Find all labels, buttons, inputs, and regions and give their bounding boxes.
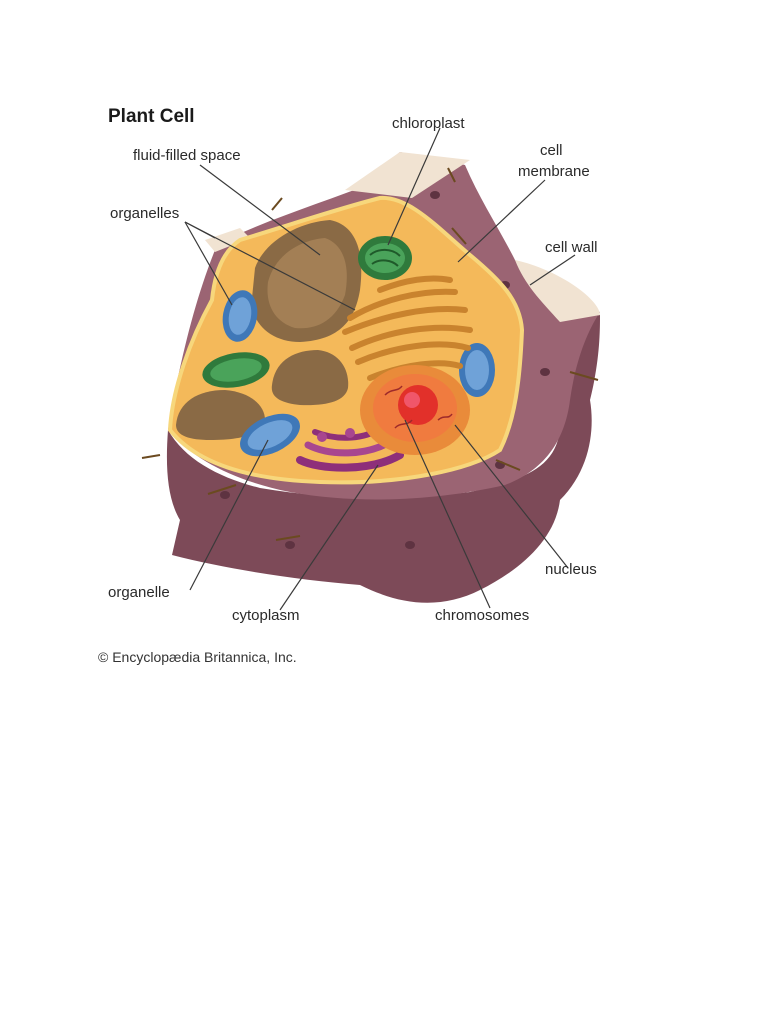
label-cell-wall: cell wall — [545, 239, 598, 256]
chloroplast-group — [202, 236, 412, 388]
label-fluid-filled-space: fluid-filled space — [133, 147, 241, 164]
diagram-title: Plant Cell — [108, 106, 195, 127]
label-cell-membrane-line1: cell — [540, 142, 563, 159]
label-cytoplasm: cytoplasm — [232, 607, 300, 624]
copyright-text: © Encyclopædia Britannica, Inc. — [98, 649, 297, 665]
mitochondria-group — [222, 290, 495, 457]
label-chloroplast: chloroplast — [392, 115, 465, 132]
endoplasmic-reticulum — [342, 275, 473, 381]
vacuole-group — [176, 220, 362, 440]
label-chromosomes: chromosomes — [435, 607, 529, 624]
label-organelles: organelles — [110, 205, 179, 222]
label-nucleus: nucleus — [545, 561, 597, 578]
label-cell-membrane-line2: membrane — [518, 163, 590, 180]
nucleus — [360, 365, 470, 455]
leader-lines — [184, 127, 576, 611]
label-organelle: organelle — [108, 584, 170, 601]
